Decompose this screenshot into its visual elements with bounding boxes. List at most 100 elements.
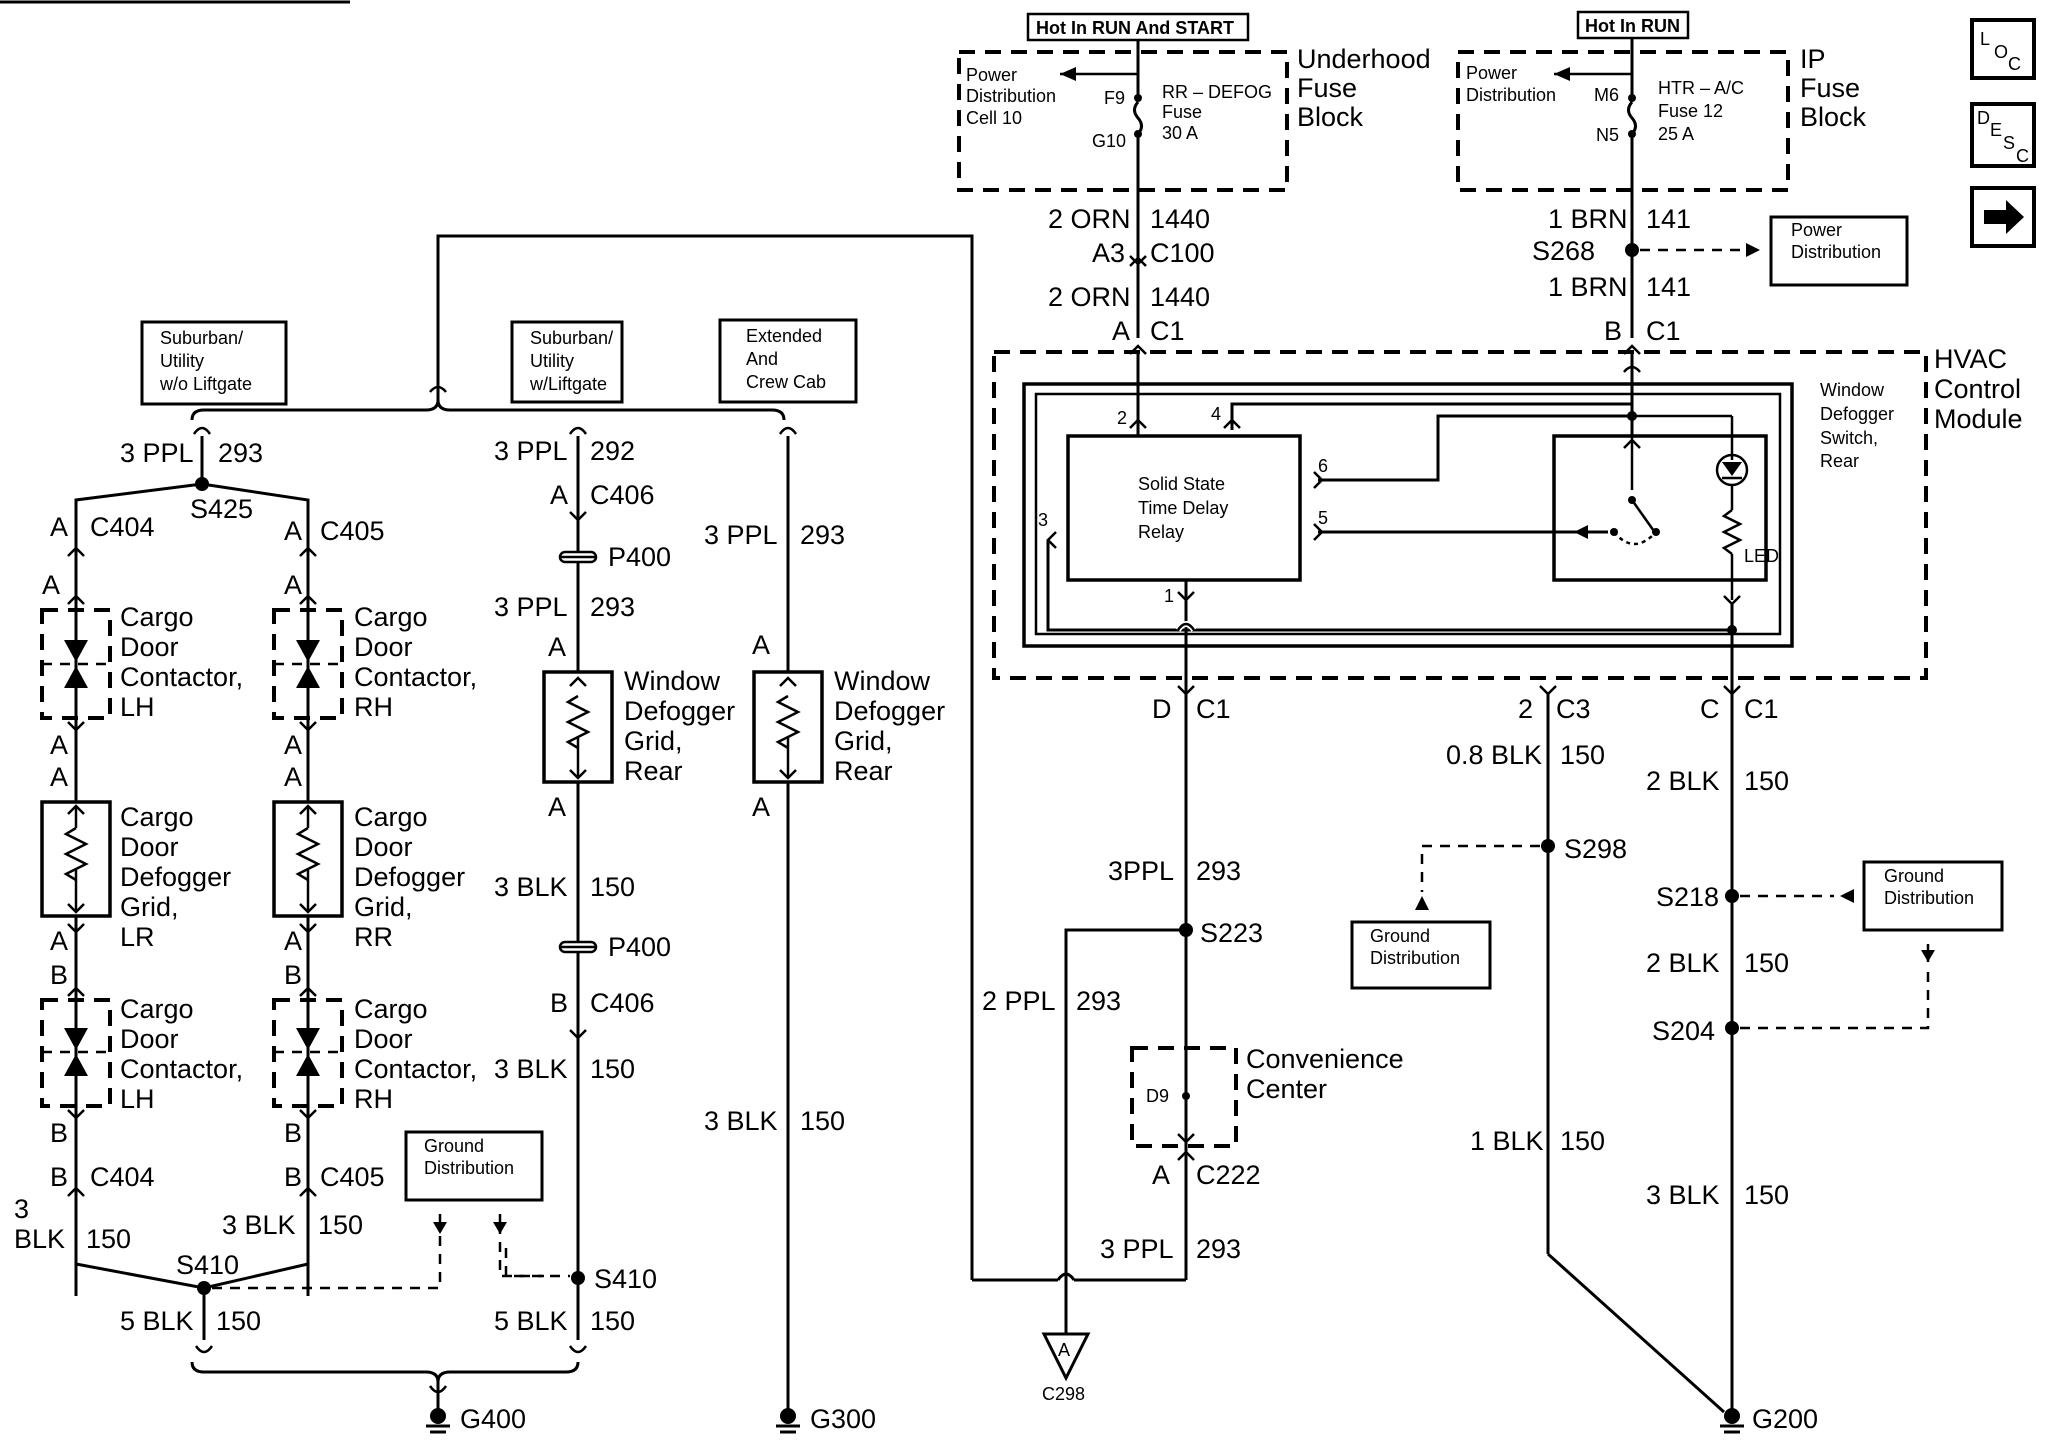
svg-text:Grid,: Grid,	[624, 726, 683, 756]
svg-text:150: 150	[318, 1210, 363, 1240]
svg-text:150: 150	[590, 1054, 635, 1084]
svg-text:C222: C222	[1196, 1160, 1261, 1190]
svg-text:C1: C1	[1646, 316, 1681, 346]
svg-text:Cell 10: Cell 10	[966, 108, 1022, 128]
svg-text:LH: LH	[120, 1084, 155, 1114]
svg-text:Power: Power	[966, 65, 1017, 85]
svg-text:C298: C298	[1042, 1384, 1085, 1404]
svg-text:A: A	[284, 730, 302, 760]
svg-text:Control: Control	[1934, 374, 2021, 404]
svg-text:1 BRN: 1 BRN	[1548, 272, 1628, 302]
svg-text:HVAC: HVAC	[1934, 344, 2007, 374]
variant-bus: Suburban/ Utility w/o Liftgate Suburban/…	[140, 318, 858, 421]
svg-text:A: A	[284, 926, 302, 956]
loc-button[interactable]: L O C	[1970, 18, 2036, 80]
svg-text:BLK: BLK	[14, 1224, 65, 1254]
svg-text:Distribution: Distribution	[1884, 888, 1974, 908]
svg-text:M6: M6	[1594, 85, 1619, 105]
right-arrow-icon	[1984, 200, 2024, 234]
svg-text:Ground: Ground	[1884, 866, 1944, 886]
left-branch: 3 PPL 293 S425 A C404 A C405 A Cargo Doo…	[14, 426, 544, 1354]
svg-text:3 PPL: 3 PPL	[120, 438, 194, 468]
svg-text:292: 292	[590, 436, 635, 466]
svg-text:Distribution: Distribution	[966, 86, 1056, 106]
svg-text:C1: C1	[1150, 316, 1185, 346]
svg-text:Door: Door	[354, 832, 413, 862]
svg-text:HTR – A/C: HTR – A/C	[1658, 78, 1744, 98]
svg-text:Defogger: Defogger	[624, 696, 735, 726]
svg-text:2: 2	[1518, 694, 1533, 724]
svg-text:A: A	[50, 926, 68, 956]
svg-text:3 PPL: 3 PPL	[1100, 1234, 1174, 1264]
svg-text:Contactor,: Contactor,	[354, 662, 477, 692]
svg-text:w/Liftgate: w/Liftgate	[529, 374, 607, 394]
svg-text:B: B	[50, 960, 68, 990]
next-arrow-button[interactable]	[1970, 186, 2036, 248]
svg-text:S425: S425	[190, 494, 253, 524]
svg-text:P400: P400	[608, 542, 671, 572]
svg-text:B: B	[284, 960, 302, 990]
crew-cab-branch: 3 PPL 293 A Window Defogger Grid, Rear A…	[704, 426, 945, 1434]
svg-text:A: A	[548, 632, 566, 662]
svg-text:Cargo: Cargo	[354, 802, 428, 832]
svg-text:Block: Block	[1800, 102, 1867, 132]
svg-text:Rear: Rear	[624, 756, 683, 786]
svg-text:150: 150	[86, 1224, 131, 1254]
svg-text:C: C	[2008, 54, 2021, 74]
svg-text:Utility: Utility	[160, 351, 204, 371]
svg-text:Suburban/: Suburban/	[530, 328, 613, 348]
svg-text:Fuse: Fuse	[1800, 73, 1860, 103]
svg-text:3PPL: 3PPL	[1108, 856, 1174, 886]
svg-text:150: 150	[1744, 766, 1789, 796]
svg-text:Solid State: Solid State	[1138, 474, 1225, 494]
svg-text:Distribution: Distribution	[1370, 948, 1460, 968]
svg-text:Distribution: Distribution	[1466, 85, 1556, 105]
svg-text:C404: C404	[90, 1162, 155, 1192]
svg-text:Door: Door	[354, 632, 413, 662]
svg-text:Grid,: Grid,	[834, 726, 893, 756]
svg-text:Fuse: Fuse	[1297, 73, 1357, 103]
svg-text:A: A	[752, 630, 770, 660]
svg-text:S223: S223	[1200, 918, 1263, 948]
svg-text:25 A: 25 A	[1658, 124, 1694, 144]
svg-text:S268: S268	[1532, 236, 1595, 266]
svg-text:150: 150	[1744, 948, 1789, 978]
svg-text:0.8 BLK: 0.8 BLK	[1446, 740, 1542, 770]
svg-text:Grid,: Grid,	[120, 892, 179, 922]
hot-in-run-label: Hot In RUN	[1585, 16, 1680, 36]
desc-button[interactable]: D E S C	[1970, 102, 2036, 168]
svg-text:RR: RR	[354, 922, 393, 952]
svg-text:Underhood: Underhood	[1297, 44, 1431, 74]
ppl-293-circuit: 3PPL 293 S223 2 PPL 293 Convenience Cent…	[972, 692, 1404, 1404]
svg-text:293: 293	[1196, 1234, 1241, 1264]
svg-text:C406: C406	[590, 480, 655, 510]
svg-text:Distribution: Distribution	[424, 1158, 514, 1178]
svg-text:Cargo: Cargo	[120, 994, 194, 1024]
orn-feed-circuit: 2 ORN 1440 A3 C100 2 ORN 1440 A C1	[1048, 190, 1215, 355]
svg-text:3 PPL: 3 PPL	[494, 592, 568, 622]
svg-text:5 BLK: 5 BLK	[494, 1306, 568, 1336]
svg-text:Door: Door	[120, 632, 179, 662]
svg-text:Center: Center	[1246, 1074, 1327, 1104]
g300-ground-label: G300	[810, 1404, 876, 1434]
svg-text:RR – DEFOG: RR – DEFOG	[1162, 82, 1272, 102]
svg-text:141: 141	[1646, 204, 1691, 234]
svg-text:S298: S298	[1564, 834, 1627, 864]
svg-text:150: 150	[1560, 740, 1605, 770]
svg-text:Cargo: Cargo	[354, 994, 428, 1024]
svg-text:Fuse 12: Fuse 12	[1658, 101, 1723, 121]
svg-text:B: B	[284, 1118, 302, 1148]
svg-text:1 BRN: 1 BRN	[1548, 204, 1628, 234]
svg-text:C1: C1	[1196, 694, 1231, 724]
svg-text:S204: S204	[1652, 1016, 1715, 1046]
svg-text:Ground: Ground	[424, 1136, 484, 1156]
svg-text:Window: Window	[1820, 380, 1885, 400]
g400-bus: G400	[190, 1361, 580, 1434]
svg-text:141: 141	[1646, 272, 1691, 302]
svg-text:Cargo: Cargo	[120, 602, 194, 632]
svg-text:A: A	[42, 570, 60, 600]
svg-text:w/o Liftgate: w/o Liftgate	[159, 374, 252, 394]
svg-text:5: 5	[1318, 508, 1328, 528]
svg-text:A: A	[50, 730, 68, 760]
svg-text:D: D	[1977, 108, 1990, 128]
